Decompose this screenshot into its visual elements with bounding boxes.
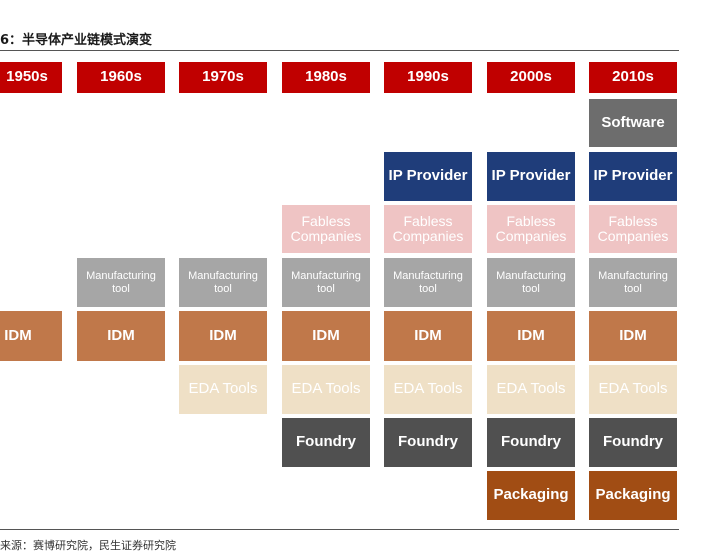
manufacturing-tool-box-2000s: Manufacturing tool	[487, 258, 575, 307]
eda-tools-box-1970s: EDA Tools	[179, 365, 267, 414]
decade-header-1960s: 1960s	[77, 62, 165, 93]
eda-tools-box-2010s: EDA Tools	[589, 365, 677, 414]
bottom-rule	[0, 529, 679, 530]
decade-header-1950s: 1950s	[0, 62, 62, 93]
software-box-2010s: Software	[589, 99, 677, 147]
idm-box-2010s: IDM	[589, 311, 677, 361]
foundry-box-2000s: Foundry	[487, 418, 575, 467]
decade-header-1990s: 1990s	[384, 62, 472, 93]
fabless-box-1990s: Fabless Companies	[384, 205, 472, 253]
foundry-box-2010s: Foundry	[589, 418, 677, 467]
decade-header-2000s: 2000s	[487, 62, 575, 93]
foundry-box-1990s: Foundry	[384, 418, 472, 467]
top-rule	[0, 50, 679, 51]
idm-box-1980s: IDM	[282, 311, 370, 361]
manufacturing-tool-box-1990s: Manufacturing tool	[384, 258, 472, 307]
decade-header-1980s: 1980s	[282, 62, 370, 93]
idm-box-2000s: IDM	[487, 311, 575, 361]
manufacturing-tool-box-1970s: Manufacturing tool	[179, 258, 267, 307]
eda-tools-box-1980s: EDA Tools	[282, 365, 370, 414]
idm-box-1950s: IDM	[0, 311, 62, 361]
idm-box-1990s: IDM	[384, 311, 472, 361]
ip-provider-box-2000s: IP Provider	[487, 152, 575, 201]
packaging-box-2010s: Packaging	[589, 471, 677, 520]
idm-box-1970s: IDM	[179, 311, 267, 361]
manufacturing-tool-box-2010s: Manufacturing tool	[589, 258, 677, 307]
packaging-box-2000s: Packaging	[487, 471, 575, 520]
fabless-box-2010s: Fabless Companies	[589, 205, 677, 253]
source-note: 来源：赛博研究院，民生证券研究院	[0, 539, 176, 552]
eda-tools-box-2000s: EDA Tools	[487, 365, 575, 414]
decade-header-2010s: 2010s	[589, 62, 677, 93]
manufacturing-tool-box-1980s: Manufacturing tool	[282, 258, 370, 307]
ip-provider-box-1990s: IP Provider	[384, 152, 472, 201]
ip-provider-box-2010s: IP Provider	[589, 152, 677, 201]
decade-header-1970s: 1970s	[179, 62, 267, 93]
manufacturing-tool-box-1960s: Manufacturing tool	[77, 258, 165, 307]
foundry-box-1980s: Foundry	[282, 418, 370, 467]
figure-title: 6：半导体产业链模式演变	[0, 33, 153, 48]
fabless-box-1980s: Fabless Companies	[282, 205, 370, 253]
idm-box-1960s: IDM	[77, 311, 165, 361]
eda-tools-box-1990s: EDA Tools	[384, 365, 472, 414]
fabless-box-2000s: Fabless Companies	[487, 205, 575, 253]
